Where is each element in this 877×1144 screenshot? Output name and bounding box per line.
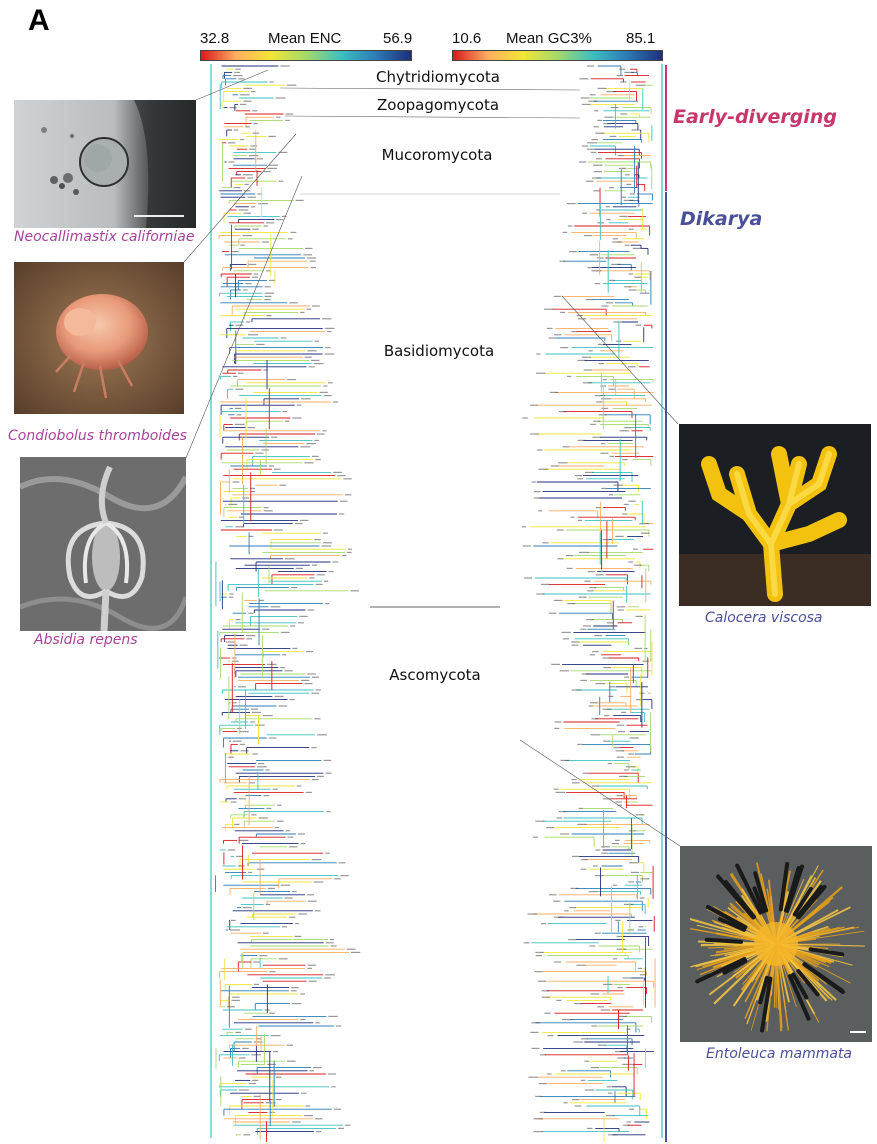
clade-label-chytridiomycota: Chytridiomycota [362, 68, 514, 86]
calocera-photo [679, 424, 871, 606]
clade-label-mucoromycota: Mucoromycota [362, 146, 512, 164]
enc-min-label: 32.8 [200, 30, 229, 47]
absidia-photo [20, 457, 186, 631]
clade-label-basidiomycota: Basidiomycota [366, 342, 512, 360]
gc3-title: Mean GC3% [506, 30, 592, 47]
clade-label-ascomycota: Ascomycota [372, 666, 498, 684]
condiobolus-photo [14, 262, 184, 414]
gc3-max-label: 85.1 [626, 30, 655, 47]
enc-phylogenetic-tree [205, 60, 425, 1142]
early-diverging-bracket [665, 65, 667, 191]
enc-title: Mean ENC [268, 30, 341, 47]
absidia-caption: Absidia repens [34, 632, 138, 648]
neocallimastix-caption: Neocallimastix californiae [14, 229, 194, 245]
entoleuca-photo [680, 846, 872, 1042]
dikarya-bracket [665, 192, 667, 1142]
entoleuca-caption: Entoleuca mammata [706, 1046, 852, 1062]
neocallimastix-photo [14, 100, 196, 228]
enc-max-label: 56.9 [383, 30, 412, 47]
condiobolus-caption: Condiobolus thromboides [8, 428, 187, 444]
panel-label: A [28, 4, 50, 38]
early-diverging-label: Early-diverging [673, 106, 837, 128]
gc3-phylogenetic-tree [448, 60, 668, 1142]
clade-label-zoopagomycota: Zoopagomycota [362, 96, 514, 114]
calocera-caption: Calocera viscosa [705, 610, 823, 626]
gc3-min-label: 10.6 [452, 30, 481, 47]
dikarya-label: Dikarya [680, 208, 762, 230]
